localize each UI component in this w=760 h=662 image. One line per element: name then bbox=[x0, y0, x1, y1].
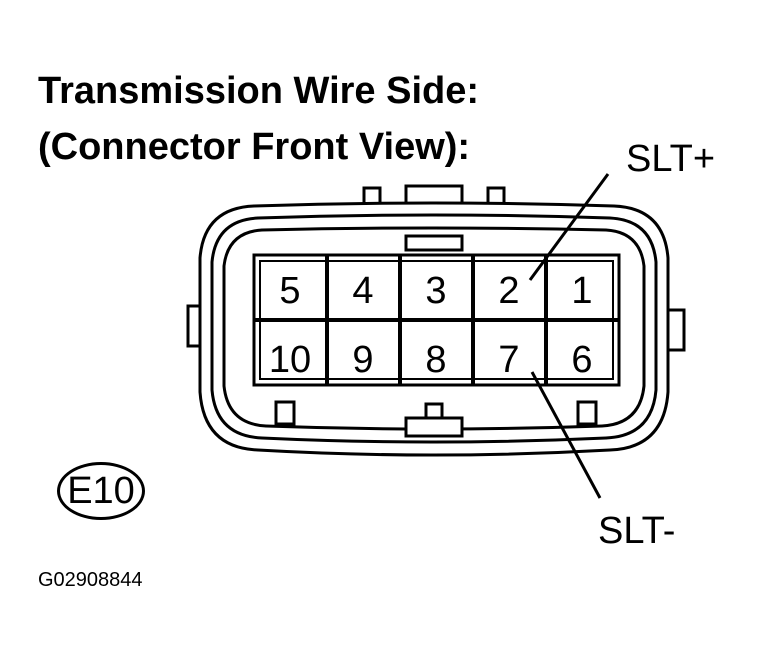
slt-minus-leader-line bbox=[530, 371, 602, 499]
connector-bottom-key bbox=[404, 416, 464, 438]
pin-label: 5 bbox=[279, 270, 300, 312]
pin-label: 7 bbox=[498, 339, 519, 381]
pin-label: 6 bbox=[571, 339, 592, 381]
pin-label: 10 bbox=[269, 339, 311, 381]
connector-inner-top-notch bbox=[404, 234, 464, 252]
connector-code-badge: E10 bbox=[57, 462, 145, 520]
connector-housing-inner bbox=[222, 226, 646, 431]
slt-minus-label: SLT- bbox=[598, 510, 676, 552]
figure-code: G02908844 bbox=[38, 569, 143, 591]
connector-bottom-latch-right bbox=[576, 400, 598, 426]
pin-label: 1 bbox=[571, 270, 592, 312]
pin-label: 3 bbox=[425, 270, 446, 312]
pin-label: 2 bbox=[498, 270, 519, 312]
pin-label: 8 bbox=[425, 339, 446, 381]
slt-plus-leader-line bbox=[528, 173, 610, 281]
pin-label: 4 bbox=[352, 270, 373, 312]
connector-bottom-latch-left bbox=[274, 400, 296, 426]
slt-plus-label: SLT+ bbox=[626, 138, 716, 180]
connector-code-text: E10 bbox=[67, 470, 135, 512]
diagram-title-line-2: (Connector Front View): bbox=[38, 126, 471, 168]
diagram-title-line-1: Transmission Wire Side: bbox=[38, 70, 480, 112]
pin-label: 9 bbox=[352, 339, 373, 381]
connector-housing-middle bbox=[210, 213, 658, 444]
